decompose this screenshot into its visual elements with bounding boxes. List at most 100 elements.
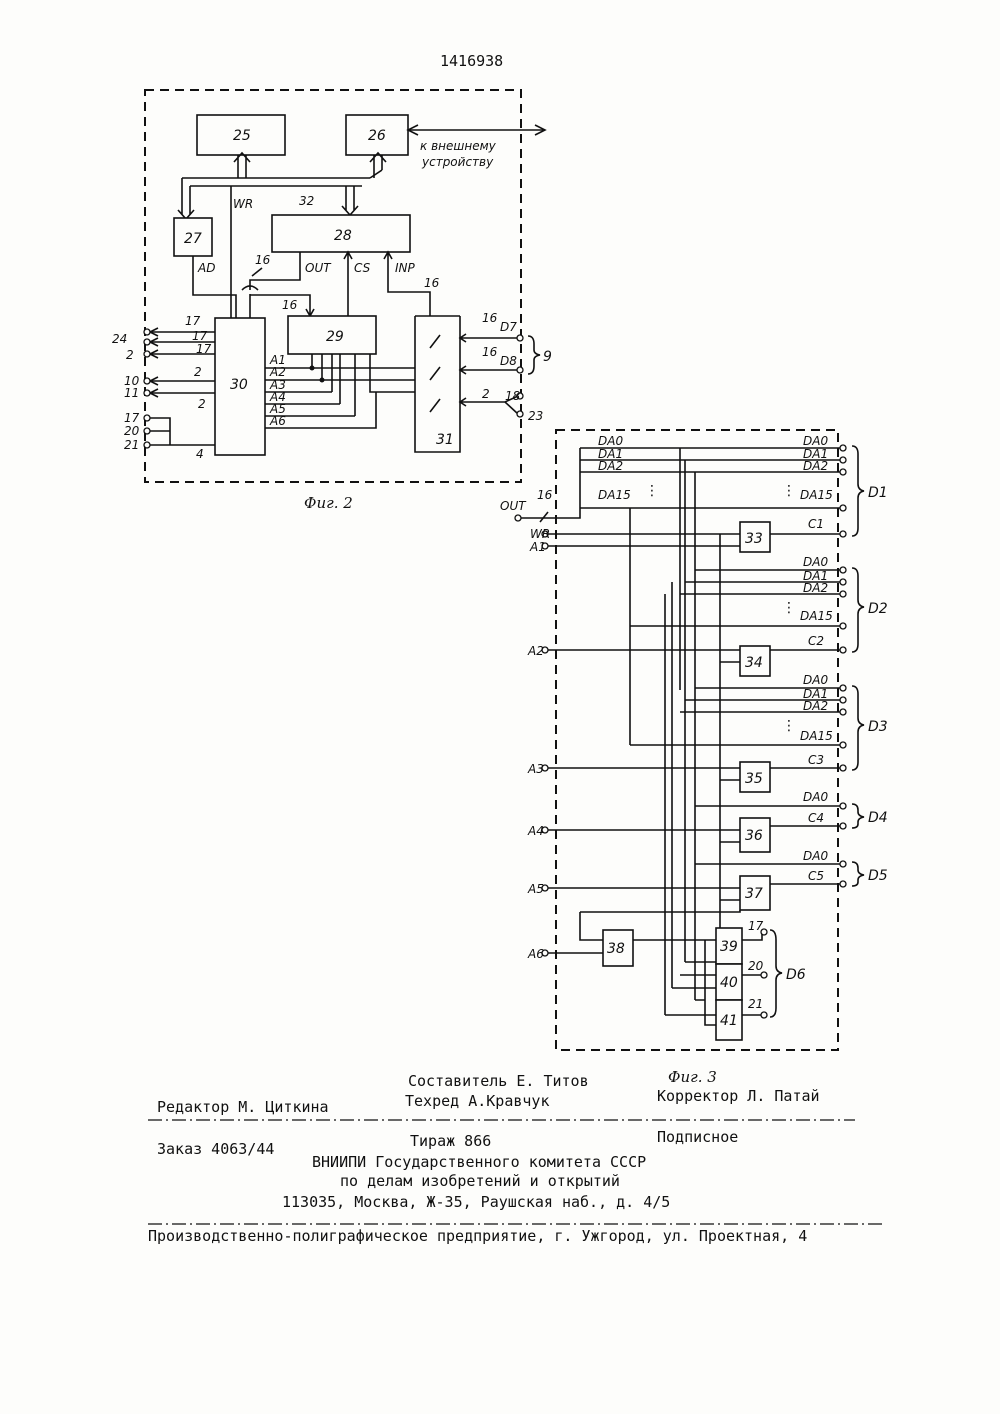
block-39-label: 39 [720,939,738,955]
wr-label: WR [233,197,253,211]
pin-18-label: 18 [505,389,521,403]
fig3-out-label: OUT [500,499,527,513]
cs-label: CS [354,261,371,275]
pin-23-label: 23 [528,409,543,423]
pin [840,647,846,653]
d2-da15: DA15 [800,609,833,623]
footer-address: 113035, Москва, Ж-35, Раушская наб., д. … [282,1193,670,1211]
pin [144,442,150,448]
pin [840,591,846,597]
brace-9 [528,336,540,374]
pin [840,505,846,511]
footer-compiler: Составитель Е. Титов [408,1072,589,1090]
pin [840,881,846,887]
block-37-wires [548,884,840,900]
pin-21-label: 21 [124,438,139,452]
pin [840,823,846,829]
fig3-a3-label: A3 [527,762,544,776]
d3-da2: DA2 [803,699,828,713]
pin [144,415,150,421]
cs-line [344,252,352,316]
block-41-label: 41 [720,1013,738,1029]
w17-a: 17 [185,314,201,328]
pin-17-label: 17 [124,411,140,425]
pin [840,685,846,691]
pin [840,623,846,629]
pin [144,390,150,396]
d2-da2: DA2 [803,581,828,595]
fig2-caption: Фиг. 2 [304,494,353,512]
pin [840,567,846,573]
pin-d7-label: D7 [500,320,517,334]
c2-label: C2 [808,634,824,648]
d7-input [460,334,518,342]
d6-pin-21: 21 [748,997,763,1011]
pin [840,742,846,748]
block-37-label: 37 [745,886,763,902]
brace-d3 [852,686,864,770]
d4-da0: DA0 [803,790,828,804]
d1-da0: DA0 [803,434,828,448]
d1-da2: DA2 [803,459,828,473]
footer-printer: Производственно-полиграфическое предприя… [148,1227,807,1245]
pin-d8 [517,367,523,373]
block-35-label: 35 [745,771,763,787]
pin-out [515,515,521,521]
pin [840,709,846,715]
addr-to-31 [312,368,415,428]
external-label-1: к внешнему [420,139,497,153]
footer-editor: Редактор М. Циткина [157,1098,329,1116]
fig3-dashed-border [556,430,838,1050]
pin [840,469,846,475]
c5-label: C5 [808,869,824,883]
pin [840,803,846,809]
d1-dots: ⋮ [782,483,796,499]
footer-corrector: Корректор Л. Патай [657,1087,820,1105]
out-bus [520,448,580,518]
pin [840,861,846,867]
block-27-label: 27 [184,231,202,247]
pin [840,445,846,451]
pin [144,378,150,384]
fig3-wr-label: WR [530,527,550,541]
block-36-wires [548,826,840,842]
footer-techred: Техред А.Кравчук [405,1092,550,1110]
footer-subscription: Подписное [657,1128,738,1146]
fig3-a5-label: A5 [527,882,544,896]
block-33-label: 33 [745,531,763,547]
pin-d6-21 [761,1012,767,1018]
da0-left: DA0 [598,434,623,448]
p18-width: 2 [482,387,490,401]
pin-20-label: 20 [124,424,140,438]
group-d3: D3 [868,719,888,735]
d6-pin-20: 20 [748,959,764,973]
d1-da15: DA15 [800,488,833,502]
da2-left: DA2 [598,459,623,473]
c1-label: C1 [808,517,824,531]
pin-d8-label: D8 [500,354,517,368]
d7-width: 16 [482,311,498,325]
footer-org1: ВНИИПИ Государственного комитета СССР [312,1153,646,1171]
block-34-wires [548,650,840,662]
bus-26-join [370,170,382,178]
da15-left: DA15 [598,488,631,502]
group-d2: D2 [868,601,888,617]
footer-org2: по делам изобретений и открытий [340,1172,620,1190]
block-40-label: 40 [720,975,738,991]
pin [840,531,846,537]
pin-24-label: 24 [112,332,127,346]
d3-dots: ⋮ [782,718,796,734]
brace-d5 [852,862,864,886]
brace-d4 [852,804,864,828]
bus-to-25 [234,153,250,178]
pin-2-label: 2 [126,348,134,362]
pin [840,457,846,463]
block-35-wires [548,768,840,780]
footer-circulation: Тираж 866 [410,1132,491,1150]
block-29-label: 29 [326,329,344,345]
fig3-caption: Фиг. 3 [668,1068,717,1086]
block-38-label: 38 [607,941,625,957]
fig3-a1-label: A1 [529,540,546,554]
out-label: OUT [305,261,332,275]
